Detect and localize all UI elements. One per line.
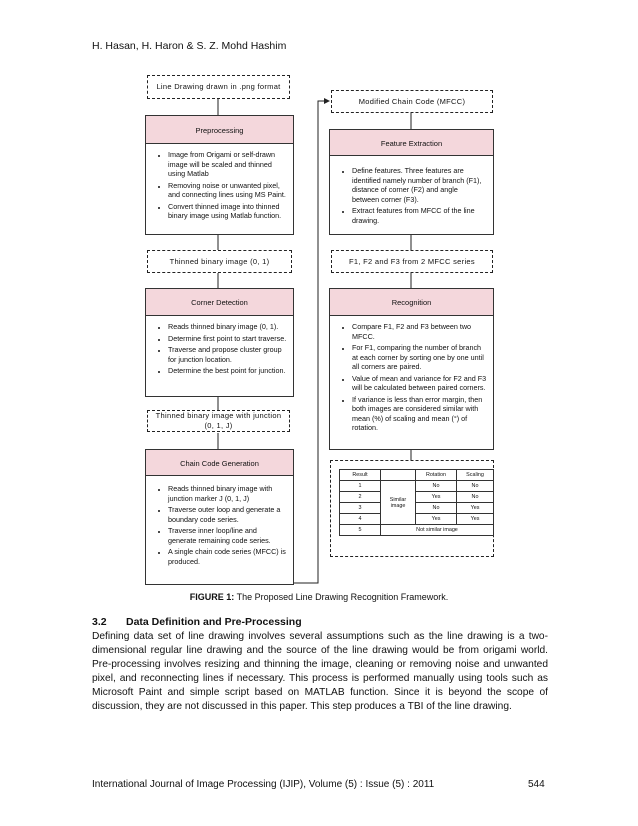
page-number: 544 (528, 779, 545, 790)
list-item: If variance is less than error margin, t… (352, 395, 487, 433)
corner-detection-steps: Reads thinned binary image (0, 1). Deter… (145, 315, 294, 397)
preprocessing-steps: Image from Origami or self-drawn image w… (145, 143, 294, 235)
f-series-box: F1, F2 and F3 from 2 MFCC series (331, 250, 493, 273)
table-header (380, 469, 416, 481)
caption-text: The Proposed Line Drawing Recognition Fr… (234, 592, 449, 602)
list-item: A single chain code series (MFCC) is pro… (168, 547, 287, 566)
result-table: Result Rotation Scaling 1 Similar image … (339, 469, 494, 536)
tbi-junction-box: Thinned binary image with junction (0, 1… (147, 410, 290, 432)
table-row: 1 Similar image No No (339, 480, 494, 525)
result-table-frame (330, 460, 494, 557)
tbi-box: Thinned binary image (0, 1) (147, 250, 292, 273)
table-row: 2 Yes No (339, 491, 494, 503)
feature-extraction-title: Feature Extraction (329, 129, 494, 157)
list-item: Traverse and propose cluster group for j… (168, 345, 287, 364)
list-item: Reads thinned binary image with junction… (168, 484, 287, 503)
list-item: Traverse outer loop and generate a bound… (168, 505, 287, 524)
table-row: 4 Yes Yes (339, 513, 494, 525)
body-paragraph: Defining data set of line drawing involv… (92, 631, 548, 712)
list-item: Reads thinned binary image (0, 1). (168, 322, 287, 332)
figure-caption: FIGURE 1: The Proposed Line Drawing Reco… (0, 592, 638, 602)
list-item: Value of mean and variance for F2 and F3… (352, 374, 487, 393)
corner-detection-title: Corner Detection (145, 288, 294, 317)
table-header: Scaling (456, 469, 494, 481)
list-item: Determine first point to start traverse. (168, 334, 287, 344)
table-header: Result (339, 469, 381, 481)
caption-label: FIGURE 1: (189, 592, 235, 602)
section-heading: 3.2 Data Definition and Pre-Processing (92, 616, 302, 628)
table-row: 3 No Yes (339, 502, 494, 514)
list-item: Convert thinned image into thinned binar… (168, 202, 287, 221)
mfcc-box: Modified Chain Code (MFCC) (331, 90, 493, 113)
section-number: 3.2 (92, 616, 107, 628)
running-header: H. Hasan, H. Haron & S. Z. Mohd Hashim (92, 40, 287, 52)
recognition-steps: Compare F1, F2 and F3 between two MFCC. … (329, 315, 494, 450)
list-item: Extract features from MFCC of the line d… (352, 206, 487, 225)
list-item: Image from Origami or self-drawn image w… (168, 150, 287, 179)
table-row: 5 Not similar image (339, 524, 494, 536)
list-item: Determine the best point for junction. (168, 366, 287, 376)
recognition-title: Recognition (329, 288, 494, 317)
list-item: Removing noise or unwanted pixel, and co… (168, 181, 287, 200)
table-header: Rotation (415, 469, 457, 481)
chain-code-steps: Reads thinned binary image with junction… (145, 475, 294, 585)
section-title: Data Definition and Pre-Processing (126, 616, 302, 628)
list-item: Define features. Three features are iden… (352, 166, 487, 204)
list-item: Compare F1, F2 and F3 between two MFCC. (352, 322, 487, 341)
similar-image-cell: Similar image (380, 480, 416, 525)
list-item: Traverse inner loop/line and generate re… (168, 526, 287, 545)
footer-journal: International Journal of Image Processin… (92, 779, 435, 790)
list-item: For F1, comparing the number of branch a… (352, 343, 487, 372)
preprocessing-title: Preprocessing (145, 115, 294, 145)
feature-extraction-steps: Define features. Three features are iden… (329, 155, 494, 235)
chain-code-title: Chain Code Generation (145, 449, 294, 477)
input-box: Line Drawing drawn in .png format (147, 75, 290, 99)
